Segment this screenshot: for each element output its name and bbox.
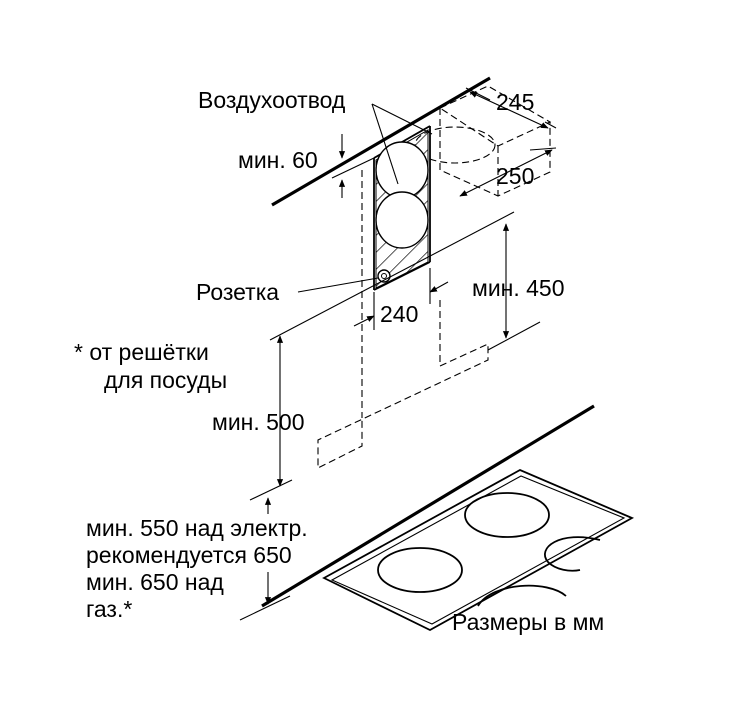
label-min-500: мин. 500 (212, 409, 305, 435)
label-250: 250 (496, 163, 534, 189)
counter-line (261, 404, 595, 608)
label-min-450: мин. 450 (472, 275, 565, 301)
label-min-60: мин. 60 (238, 147, 318, 173)
label-from-grate-2: для посуды (104, 367, 227, 393)
reference-lines (249, 211, 541, 501)
burner-back-left (464, 492, 550, 538)
label-note-4: газ.* (86, 596, 132, 622)
socket-leader (297, 277, 379, 293)
label-from-grate-1: * от решётки (74, 339, 209, 365)
label-air-outlet: Воздухоотвод (198, 87, 346, 113)
cooktop (322, 468, 635, 632)
label-socket: Розетка (196, 279, 279, 305)
burner-front-left (377, 547, 463, 593)
dashed-guides (317, 170, 489, 469)
label-240: 240 (380, 301, 418, 327)
ceiling-line (271, 76, 491, 207)
burner-front-right (477, 584, 567, 607)
dim-245 (465, 87, 557, 129)
dim-250 (459, 147, 557, 197)
air-outlet-leaders (371, 103, 433, 185)
dim-min-60 (331, 134, 375, 198)
dim-240 (353, 268, 449, 330)
label-note-3: мин. 650 над (86, 569, 224, 595)
burner-back-right (544, 536, 601, 572)
label-note-1: мин. 550 над электр. (86, 515, 308, 541)
label-units: Размеры в мм (452, 609, 604, 635)
label-245: 245 (496, 89, 534, 115)
dim-bottom-arrows (239, 497, 291, 621)
label-note-2: рекомендуется 650 (86, 542, 292, 568)
